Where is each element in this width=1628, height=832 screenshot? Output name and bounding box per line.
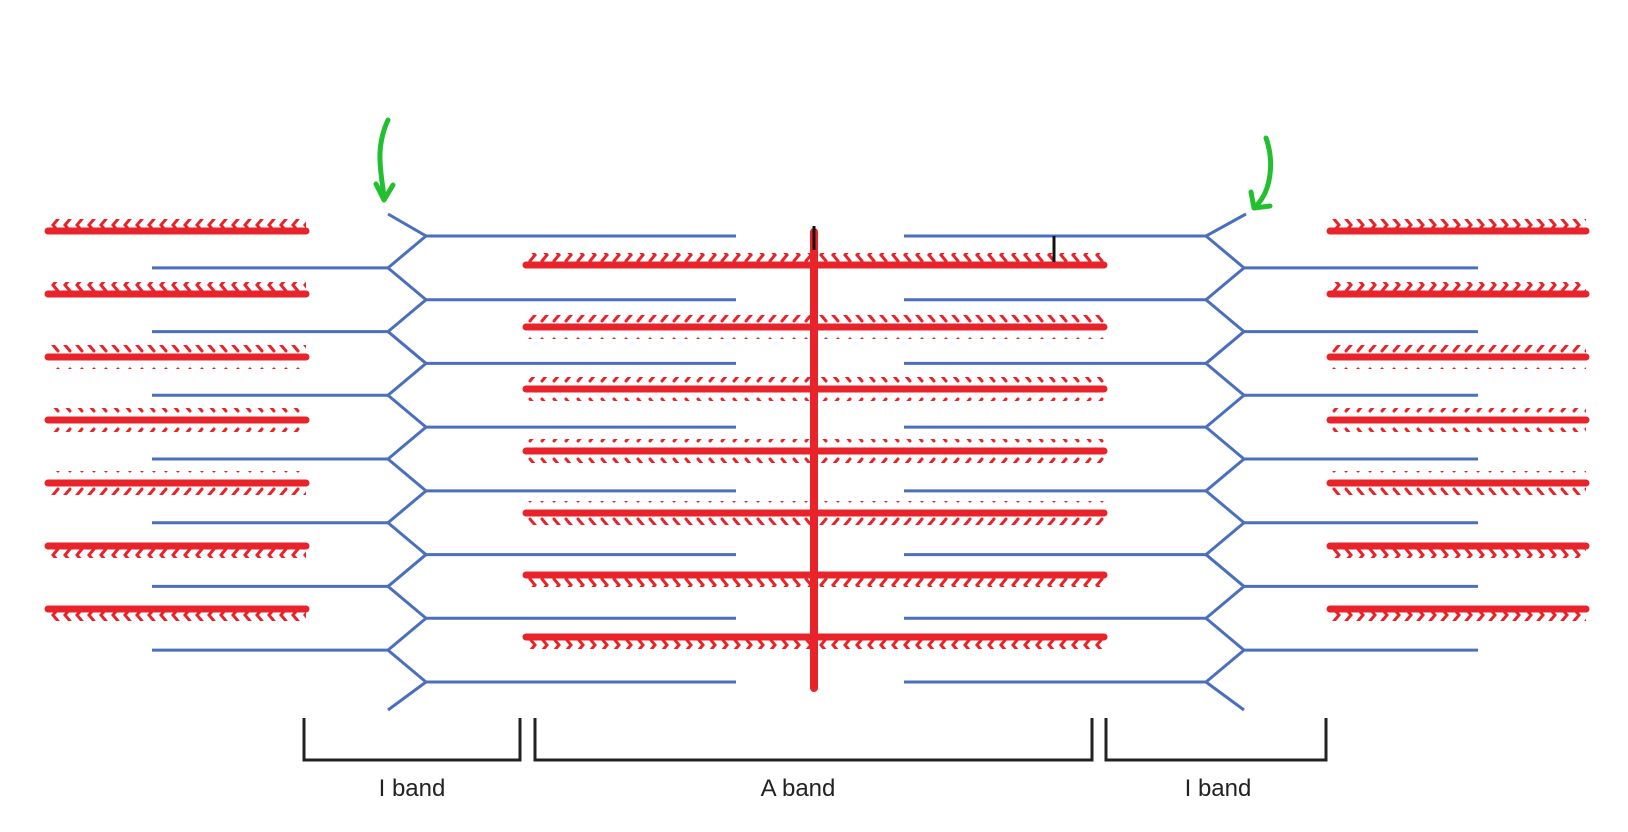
thick-filaments [44, 219, 1590, 649]
band-brackets [302, 718, 1328, 762]
i-band-label-left: I band [379, 775, 446, 802]
thin-filaments [152, 212, 1478, 712]
i-band-label-right: I band [1185, 775, 1252, 802]
m-line-group [810, 226, 1056, 692]
arrow-left-shaft [377, 117, 391, 201]
i-band-bracket-left [302, 718, 522, 762]
z-line-left [385, 212, 429, 712]
annotation-arrows [373, 117, 1274, 211]
z-line-right [1203, 212, 1247, 712]
arrow-right-head [1248, 189, 1273, 211]
a-band-label: A band [761, 775, 836, 802]
i-band-bracket-right [1104, 718, 1328, 762]
a-band-bracket [533, 718, 1094, 762]
arrow-left-head [373, 181, 396, 203]
arrow-right-shaft [1253, 135, 1274, 209]
